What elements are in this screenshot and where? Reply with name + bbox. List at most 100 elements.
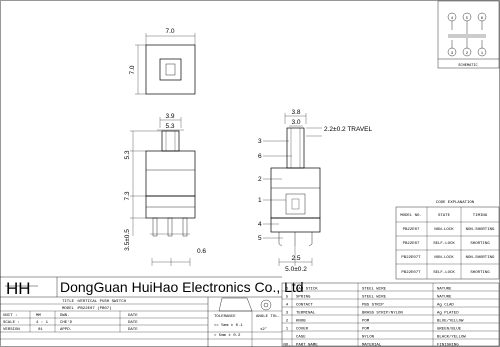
- code-cell: PB22E07T: [401, 256, 421, 260]
- top-view-plunger: [165, 63, 176, 76]
- front-body-height-label: 7.3: [124, 191, 131, 200]
- parts-cell: CONTACT: [296, 304, 313, 308]
- code-cell: NON-LOCK: [434, 228, 454, 232]
- callout-3: 3: [258, 138, 262, 145]
- front-pin-left: [152, 217, 158, 237]
- parts-cell: CASE: [296, 336, 306, 340]
- schematic-pin-5: 5: [466, 17, 468, 21]
- callout-4: 4: [258, 221, 262, 228]
- parts-cell: POM: [362, 320, 370, 324]
- code-header-state: STATE: [438, 214, 451, 218]
- front-view: 3.9 5.3 5.3 7.3 3.5±0.5 0.6: [124, 113, 206, 266]
- front-cap-width-label: 3.9: [165, 113, 174, 120]
- parts-cell: 3: [286, 312, 289, 316]
- date-label: DATE: [128, 321, 138, 325]
- front-plunger: [161, 130, 180, 152]
- parts-cell: NO.: [283, 344, 290, 347]
- title-label: TITLE :: [62, 300, 79, 304]
- front-body-width-label: 5.3: [165, 123, 174, 130]
- date-label: DATE: [128, 314, 138, 318]
- parts-cell: KNOB: [296, 320, 306, 324]
- travel-label: 2.2±0.2 TRAVEL: [324, 126, 373, 133]
- side-view: 3.8 3.0 2.5 5.0±0.2 2.2±0.2 TRAVEL 3 6 2…: [258, 109, 373, 273]
- top-width-label: 7.0: [165, 28, 174, 35]
- title-block: TITLE : VERTICAL PUSH SWITCH MODEL : PB2…: [0, 297, 282, 347]
- unit-label: UNIT :: [3, 314, 17, 318]
- front-pin-right: [182, 217, 188, 237]
- code-cell: SHORTING: [470, 242, 490, 246]
- side-pin-spacing-label: 2.5: [291, 255, 300, 262]
- parts-cell: SPRING: [296, 296, 311, 300]
- title-value: VERTICAL PUSH SWITCH: [78, 300, 127, 304]
- parts-cell: NYLON: [362, 336, 375, 340]
- side-cap-width-label: 3.8: [291, 109, 300, 116]
- checked-label: CHE'D: [60, 320, 73, 325]
- parts-cell: 6: [286, 288, 289, 292]
- parts-cell: CAM STICK: [296, 288, 318, 292]
- scale-label: SCALE :: [3, 321, 20, 325]
- front-pin-height-label: 3.5±0.5: [124, 229, 131, 251]
- schematic-pin-6: 6: [481, 17, 483, 21]
- parts-cell: PART NAME: [296, 344, 318, 347]
- parts-cell: 1: [286, 328, 289, 332]
- side-base: [270, 217, 321, 233]
- code-explanation-table: CODE EXPLANATION MODEL NO. STATE TIMING …: [395, 201, 500, 280]
- code-cell: NON-SHORTING: [466, 256, 495, 260]
- callout-1: 1: [258, 197, 262, 204]
- company-logo: HH: [6, 279, 31, 298]
- schematic-pin-2: 2: [466, 52, 468, 56]
- code-cell: SHORTING: [470, 271, 490, 275]
- parts-cell: PBS STRIP: [362, 304, 384, 308]
- scale-value: 4 : 1: [36, 321, 49, 325]
- drawn-label: DWN.: [60, 314, 70, 318]
- date-label: DATE: [128, 328, 138, 332]
- code-explanation-title: CODE EXPLANATION: [436, 201, 475, 205]
- parts-cell: BRASS STRIP/NYLON: [362, 311, 403, 316]
- code-cell: SELF-LOCK: [433, 271, 455, 275]
- code-header-timing: TIMING: [473, 214, 488, 218]
- projection-symbol-cone: [218, 297, 253, 312]
- parts-cell: MATERIAL: [362, 344, 382, 347]
- code-cell: PB22E07: [403, 228, 420, 232]
- side-pin-pitch-label: 5.0±0.2: [285, 266, 307, 273]
- side-housing: [270, 167, 321, 219]
- parts-cell: COVER: [296, 328, 309, 332]
- parts-cell: 2: [286, 320, 289, 324]
- callout-6: 6: [258, 153, 262, 160]
- callout-2: 2: [258, 176, 262, 183]
- model-value: PB22E07 (PB07): [78, 306, 112, 311]
- front-plunger-height-label: 5.3: [124, 150, 131, 159]
- version-value: 01: [38, 328, 43, 332]
- parts-cell: 4: [286, 304, 289, 308]
- top-height-label: 7.0: [129, 65, 136, 74]
- company-banner: HH DongGuan HuiHao Electronics Co., Ltd: [0, 276, 304, 312]
- approved-label: APPD.: [60, 328, 72, 332]
- version-label: VERSION: [3, 328, 20, 332]
- schematic-pin-4: 4: [451, 17, 453, 21]
- angle-tol-value: ±2°: [260, 327, 267, 332]
- parts-cell: POM: [362, 328, 370, 332]
- front-pin-mid: [167, 217, 173, 237]
- schematic-frame: [437, 0, 500, 69]
- schematic-pin-3: 3: [451, 52, 453, 56]
- side-cap-inner-label: 3.0: [291, 119, 300, 126]
- side-pin-right: [308, 232, 313, 247]
- parts-cell: BLACK/YELLOW: [437, 335, 466, 340]
- schematic-pin-1: 1: [481, 52, 483, 56]
- parts-cell: BLUE/YELLOW: [437, 319, 464, 324]
- code-cell: NON-SHORTING: [466, 228, 495, 232]
- code-cell: PB22E07: [403, 242, 420, 246]
- angle-tol-label: ANGLE TOL.: [256, 315, 280, 319]
- code-cell: PB22E07T: [401, 271, 421, 275]
- code-header-model: MODEL NO.: [400, 214, 422, 218]
- parts-cell: FINISHING: [437, 344, 459, 347]
- tolerance-line-1: <= 5mm ± 0.1: [214, 323, 243, 328]
- parts-cell: STEEL WIRE: [362, 288, 387, 292]
- schematic-label: SCHEMATIC: [458, 64, 477, 68]
- side-pin-left: [278, 232, 283, 247]
- parts-cell: STEEL WIRE: [362, 296, 387, 300]
- callout-5: 5: [258, 235, 262, 242]
- model-label: MODEL :: [62, 307, 79, 311]
- parts-cell: NATURE: [437, 288, 452, 292]
